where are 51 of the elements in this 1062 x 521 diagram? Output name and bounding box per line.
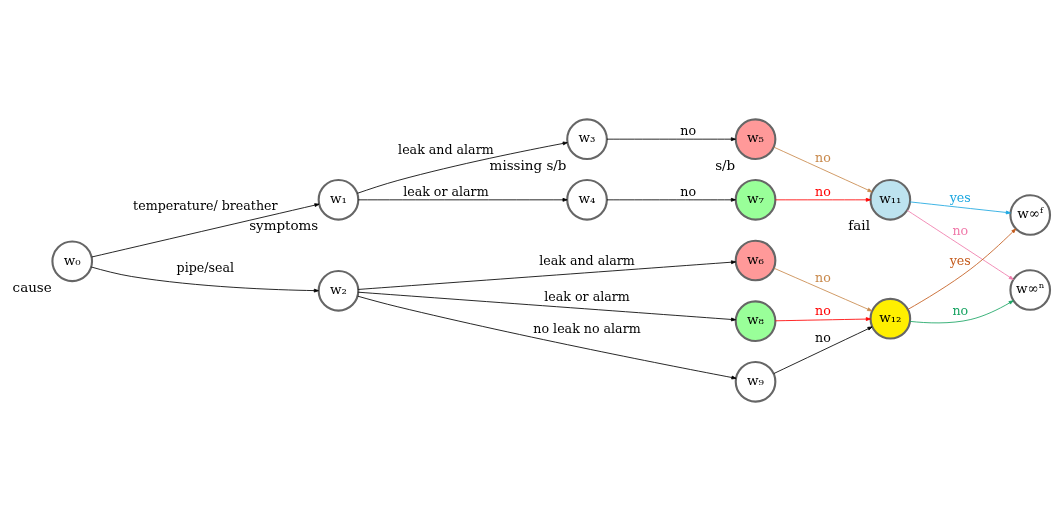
arrow: [909, 300, 1014, 324]
arrow: [773, 267, 873, 312]
edge-label: leak or alarm: [403, 183, 489, 199]
arrow: [775, 197, 871, 202]
edge-label: no: [815, 303, 831, 319]
edge-label: leak and alarm: [539, 252, 635, 268]
edge-label: no: [815, 330, 831, 346]
node-circle: w₇: [734, 178, 777, 221]
node-circle: w₂: [317, 269, 360, 312]
node-label: cause: [12, 278, 52, 295]
edge-label: yes: [949, 189, 971, 205]
arrow: [357, 197, 568, 202]
arrow: [906, 209, 1014, 280]
arrow: [90, 266, 319, 293]
arrow: [907, 228, 1017, 310]
edge-label: leak or alarm: [544, 288, 630, 304]
edge-label: no: [680, 122, 697, 138]
edge-label: no: [952, 223, 969, 239]
edge-label: no: [815, 183, 831, 199]
node-circle: w₅: [734, 118, 777, 161]
node-label: s/b: [715, 156, 736, 173]
node-circle: w₆: [734, 239, 777, 282]
node-circle: w₉: [734, 360, 777, 403]
edge-label: no: [680, 183, 697, 199]
node-circle: w₁: [317, 178, 360, 221]
arrow: [356, 141, 568, 194]
arrow: [773, 326, 873, 374]
edge-label: no: [952, 303, 969, 319]
arrow: [773, 146, 873, 193]
node-circle: w₄: [566, 178, 608, 221]
arrow: [357, 291, 737, 322]
arrow: [606, 197, 736, 202]
edge-label: no: [815, 149, 831, 165]
node-circle: w₀: [51, 240, 94, 283]
edge-label: temperature/ breather: [133, 197, 278, 213]
arrow: [775, 317, 871, 322]
node-label: missing s/b: [489, 156, 567, 173]
node-circle: w₈: [734, 300, 777, 343]
edge-label: no leak no alarm: [533, 320, 641, 336]
arrow: [909, 201, 1011, 215]
edge-label: no: [815, 269, 831, 285]
arrow: [606, 137, 736, 142]
arrow: [357, 260, 737, 290]
edge-label: pipe/seal: [176, 260, 235, 276]
edge-label: yes: [949, 252, 971, 268]
node-circle: w₃: [566, 118, 608, 161]
arrow: [357, 295, 737, 380]
edge-label: leak and alarm: [398, 142, 494, 158]
arrow: [91, 203, 320, 258]
node-label: fail: [848, 217, 870, 234]
node-label: symptoms: [249, 217, 319, 234]
